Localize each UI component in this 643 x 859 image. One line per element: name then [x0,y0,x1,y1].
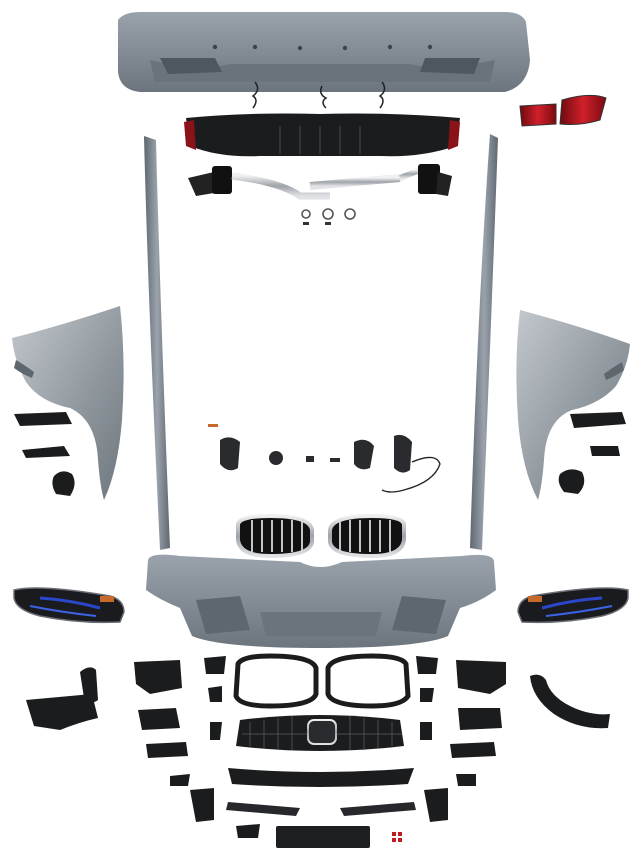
fender-brackets-right [558,412,626,494]
grille-surround [233,653,411,709]
lower-brackets-right [416,656,610,822]
front-bumper [146,554,496,648]
fender-right [516,310,630,500]
fender-left [12,306,124,500]
side-skirt-right [470,134,498,550]
headlight-right [517,587,629,624]
mounting-hardware [220,434,412,473]
sensor-harness [251,81,386,109]
rear-diffuser [184,113,460,157]
wire-harness [381,456,441,493]
kidney-grille-chrome [236,513,406,559]
copper-clip [208,424,218,427]
side-skirt-left [144,136,170,550]
red-clips [392,832,402,842]
front-grille-mesh [236,715,404,751]
fender-brackets-left [14,412,75,496]
lower-brackets-left [26,656,260,838]
headlight-left [13,587,125,624]
exhaust-system [188,164,452,225]
front-splitter [228,768,414,787]
tail-lights [519,94,607,127]
lower-lip-strip [226,802,416,816]
license-plate-mount [276,826,370,848]
rear-bumper [118,12,530,92]
